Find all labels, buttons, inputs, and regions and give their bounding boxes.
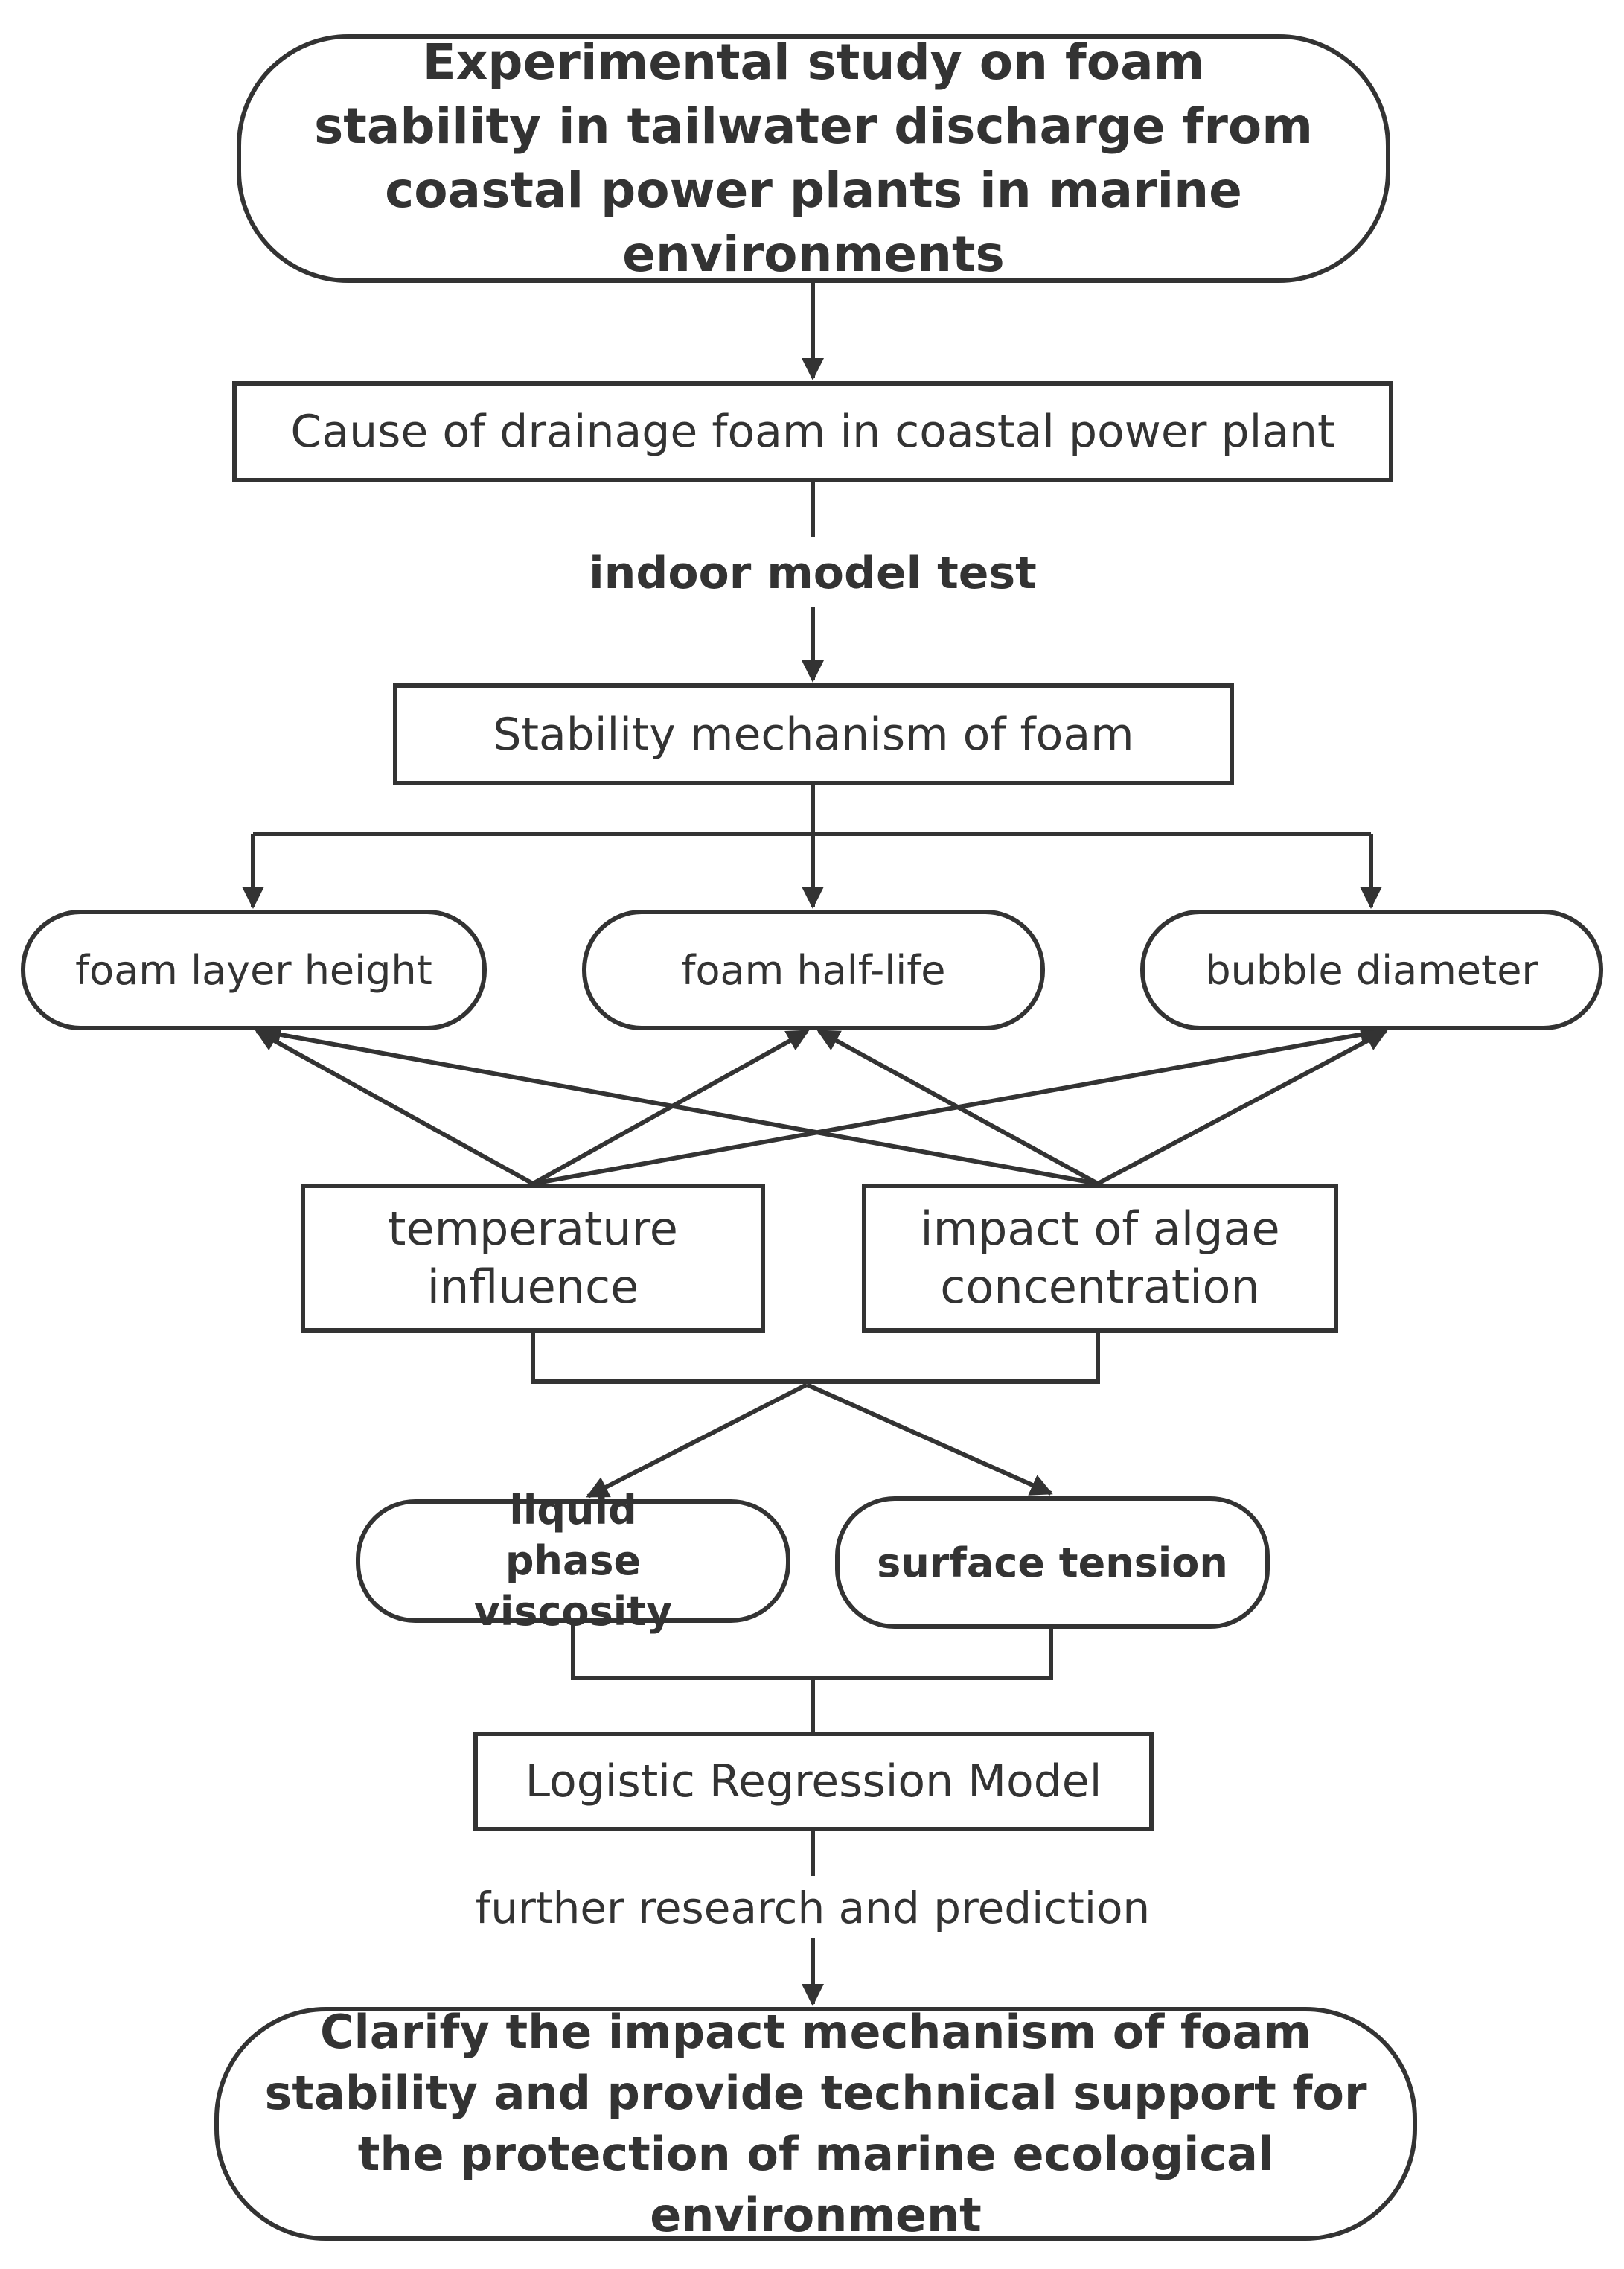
foam-layer-height-node: foam layer height [21,910,487,1030]
cause-node: Cause of drainage foam in coastal power … [232,381,1393,482]
bubble-diameter-text: bubble diameter [1205,946,1538,994]
arrow-merge-to-surface-tension [805,1382,1053,1496]
logistic-regression-text: Logistic Regression Model [525,1755,1102,1807]
further-research-label: further research and prediction [441,1879,1185,1937]
arrow-algae-to-bubble [1096,1029,1388,1186]
title-node: Experimental study on foam stability in … [237,33,1390,283]
temperature-node: temperature influence [301,1184,765,1333]
mechanism-node: Stability mechanism of foam [393,683,1234,785]
arrow-temp-to-height [255,1029,534,1186]
viscosity-text: liquid phase viscosity [473,1487,673,1635]
surface-tension-node: surface tension [835,1496,1270,1629]
conclusion-node: Clarify the impact mechanism of foam sta… [214,2005,1417,2242]
bubble-diameter-node: bubble diameter [1140,910,1603,1030]
arrow-merge-to-viscosity [586,1382,808,1499]
surface-tension-text: surface tension [877,1539,1228,1586]
conclusion-text: Clarify the impact mechanism of foam sta… [264,2005,1367,2242]
viscosity-node: liquid phase viscosity [356,1487,790,1635]
foam-half-life-node: foam half-life [582,910,1045,1030]
indoor-model-test-label: indoor model test [552,542,1073,604]
arrow-algae-to-height [258,1024,1099,1186]
mechanism-text: Stability mechanism of foam [493,708,1134,761]
title-text: Experimental study on foam stability in … [313,33,1313,283]
temperature-text: temperature influence [388,1201,678,1314]
cause-text: Cause of drainage foam in coastal power … [290,406,1335,458]
foam-layer-height-text: foam layer height [75,946,432,994]
logistic-regression-node: Logistic Regression Model [473,1732,1154,1831]
merge-temp-algae [531,1333,1100,1384]
algae-node: impact of algae concentration [862,1184,1338,1333]
foam-half-life-text: foam half-life [681,946,946,994]
arrow-algae-to-halflife [816,1029,1099,1186]
algae-text: impact of algae concentration [920,1201,1280,1314]
